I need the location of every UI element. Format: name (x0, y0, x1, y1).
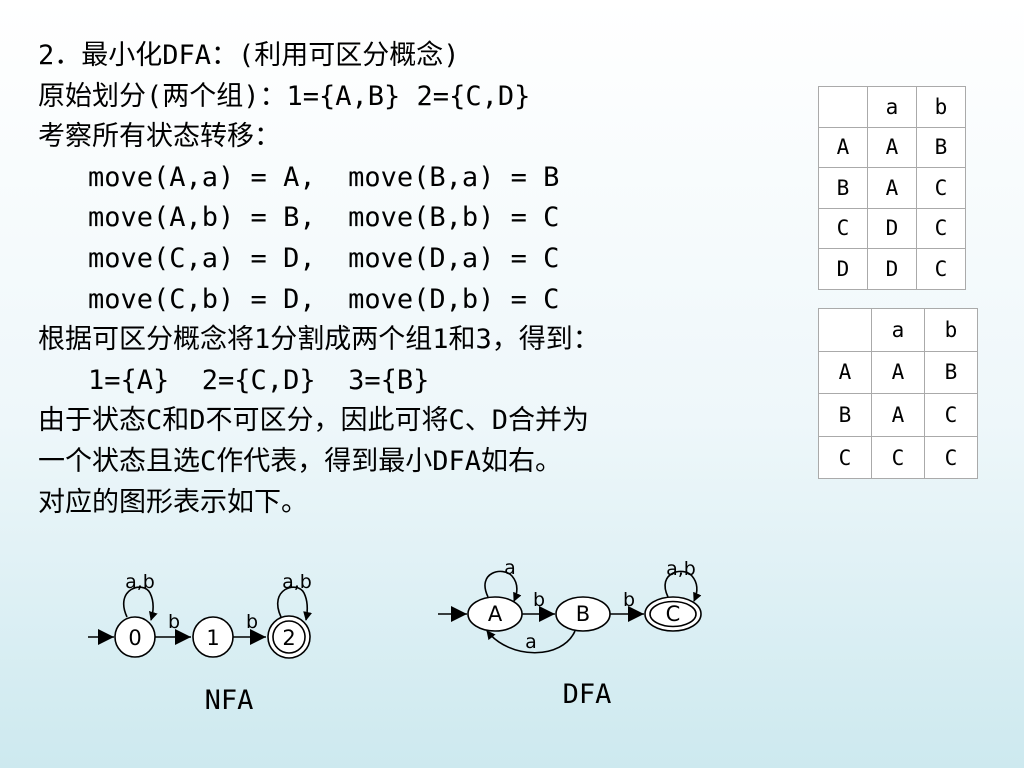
table-cell: C (924, 435, 978, 480)
dfa-edge-B-A (486, 630, 576, 654)
table-cell: D (818, 248, 868, 290)
initial-partition-line: 原始划分(两个组)：1={A,B} 2={C,D} (38, 80, 531, 112)
table-cell: C (818, 207, 868, 249)
title-line: 2．最小化DFA：(利用可区分概念) (38, 40, 460, 71)
table-cell: A (818, 350, 872, 395)
nfa-edge-0-1-label: b (168, 611, 180, 633)
table-cell: C (916, 207, 966, 249)
move-line-1: move(A,a) = A, move(B,a) = B (88, 161, 560, 193)
table-cell: a (867, 86, 917, 128)
table-row: A A B (818, 126, 966, 168)
table-cell: C (916, 167, 966, 209)
nfa-state-0-label: 0 (128, 626, 141, 650)
split-line: 根据可区分概念将1分割成两个组1和3，得到： (38, 324, 600, 356)
nfa-loop-0-label: a,b (125, 571, 155, 593)
dfa-state-B-label: B (576, 602, 590, 626)
table-row: B A C (818, 167, 966, 209)
new-partition-line: 1={A} 2={C,D} 3={B} (88, 364, 430, 396)
nfa-loop-2-label: a,b (282, 571, 312, 593)
merge-line-2: 一个状态且选C作代表，得到最小DFA如右。 (38, 445, 563, 477)
graph-intro-line: 对应的图形表示如下。 (38, 486, 308, 518)
dfa-state-C-label: C (666, 602, 681, 626)
table-cell (818, 86, 868, 128)
merge-line-1: 由于状态C和D不可区分，因此可将C、D合并为 (38, 405, 590, 437)
table-row: A A B (818, 350, 978, 395)
nfa-diagram: 0 1 2 a,b b b a,b NFA (88, 571, 312, 716)
table-cell: D (867, 207, 917, 249)
nfa-loop-0 (123, 586, 158, 621)
table-cell: B (818, 393, 872, 437)
table-cell: C (916, 248, 966, 290)
dfa-edge-A-B-label: b (533, 589, 545, 611)
dfa-loop-A-label: a (504, 557, 516, 579)
dfa-loop-C-label: a,b (666, 558, 696, 580)
nfa-state-2-accept-ring (272, 620, 306, 654)
dfa-loop-A (484, 570, 522, 602)
table-cell: C (818, 435, 872, 480)
dfa-diagram: A B C a b b a,b a DFA (438, 557, 702, 710)
nfa-state-1-label: 1 (206, 626, 219, 650)
table-cell: D (867, 248, 917, 290)
dfa-state-A-label: A (488, 602, 503, 626)
dfa-caption: DFA (563, 679, 612, 710)
dfa-transition-table: a b A A B B A C C D C D D C (818, 86, 966, 290)
table-cell: A (867, 126, 917, 168)
table-cell: a (871, 308, 925, 352)
explanation-text: 2．最小化DFA：(利用可区分概念) 原始划分(两个组)：1={A,B} 2={… (38, 36, 798, 523)
table-row: D D C (818, 248, 966, 290)
nfa-state-2-label: 2 (282, 626, 295, 650)
nfa-edge-1-2-label: b (246, 611, 258, 633)
table-cell: B (924, 350, 978, 395)
move-line-3: move(C,a) = D, move(D,a) = C (88, 242, 560, 274)
min-dfa-transition-table: a b A A B B A C C C C (818, 308, 978, 480)
dfa-state-C-accept-ring (649, 600, 697, 628)
table-cell: A (871, 350, 925, 395)
transitions-heading: 考察所有状态转移： (38, 121, 281, 153)
table-row: C C C (818, 435, 978, 480)
table-row: C D C (818, 207, 966, 249)
nfa-caption: NFA (205, 685, 254, 716)
move-line-2: move(A,b) = B, move(B,b) = C (88, 202, 560, 234)
dfa-edge-B-C-label: b (623, 589, 635, 611)
dfa-loop-C (664, 570, 702, 602)
nfa-loop-2 (277, 586, 312, 621)
dfa-edge-B-A-label: a (525, 631, 537, 653)
table-cell: C (924, 393, 978, 437)
table-header-row: a b (818, 308, 978, 352)
move-line-4: move(C,b) = D, move(D,b) = C (88, 283, 560, 315)
table-cell: b (924, 308, 978, 352)
